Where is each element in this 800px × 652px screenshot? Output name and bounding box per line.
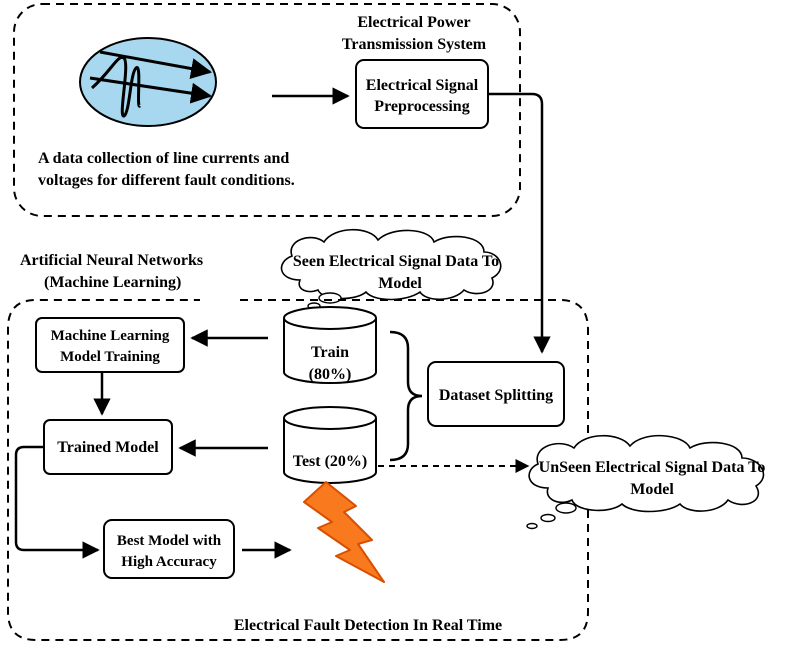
- train-label-line2: (80%): [309, 366, 352, 383]
- ann-region: [7, 299, 589, 641]
- waveform-icon: [79, 37, 217, 127]
- unseen-data-cloud: UnSeen Electrical Signal Data To Model: [526, 434, 766, 530]
- preprocessing-box: Electrical Signal Preprocessing: [355, 59, 489, 129]
- seen-cloud-line2: Model: [378, 275, 422, 292]
- ml-training-box: Machine Learning Model Training: [35, 317, 185, 373]
- seen-cloud-line1: Seen Electrical Signal Data To: [293, 253, 499, 270]
- power-system-title-line2: Transmission System: [342, 36, 487, 53]
- arrow-trained-to-best-model: [14, 445, 100, 559]
- ann-footer: Electrical Fault Detection In Real Time: [234, 617, 502, 634]
- train-label-line1: Train: [311, 344, 349, 361]
- trained-model-label: Trained Model: [57, 439, 159, 456]
- ml-training-label-line1: Machine Learning: [51, 328, 170, 344]
- preprocessing-label-line1: Electrical Signal: [366, 77, 479, 94]
- preprocessing-label-line2: Preprocessing: [374, 98, 469, 115]
- ann-title-line2: (Machine Learning): [44, 274, 181, 291]
- seen-data-cloud: Seen Electrical Signal Data To Model: [280, 229, 502, 310]
- best-model-box: Best Model with High Accuracy: [103, 519, 235, 579]
- unseen-cloud-line1: UnSeen Electrical Signal Data To: [539, 459, 766, 476]
- split-brace: [389, 330, 423, 462]
- power-system-title-line1: Electrical Power: [357, 14, 470, 31]
- dataset-splitting-box: Dataset Splitting: [427, 361, 565, 427]
- best-model-label-line2: High Accuracy: [121, 554, 217, 570]
- test-label: Test (20%): [293, 453, 368, 470]
- best-model-label-line1: Best Model with: [117, 533, 222, 549]
- ann-title-line1: Artificial Neural Networks: [20, 252, 203, 269]
- test-database: Test (20%): [283, 406, 377, 484]
- power-system-region: [13, 3, 521, 217]
- arrow-preprocessing-to-splitting: [488, 92, 551, 354]
- trained-model-box: Trained Model: [43, 419, 173, 475]
- data-collection-caption-line2: voltages for different fault conditions.: [38, 172, 295, 189]
- train-database: Train (80%): [283, 306, 377, 384]
- dataset-splitting-label: Dataset Splitting: [439, 387, 553, 404]
- data-collection-caption-line1: A data collection of line currents and: [38, 150, 289, 167]
- ml-training-label-line2: Model Training: [60, 349, 160, 365]
- unseen-cloud-line2: Model: [630, 481, 674, 498]
- lightning-icon: [303, 481, 385, 583]
